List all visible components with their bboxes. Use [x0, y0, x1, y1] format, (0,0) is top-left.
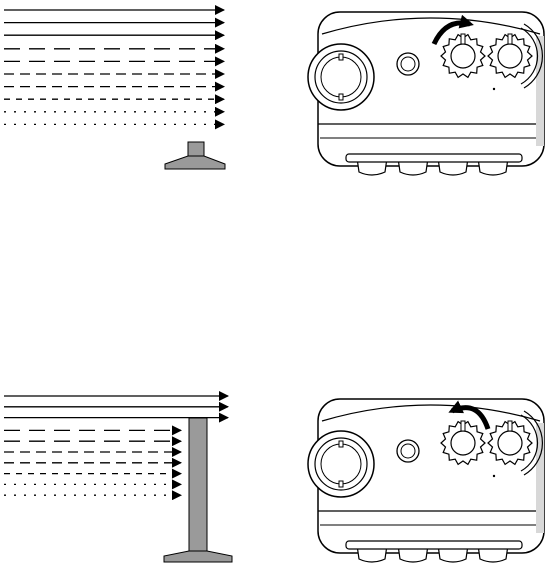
- antenna-icon: [164, 418, 232, 562]
- bnc-connector-icon: [308, 431, 374, 497]
- bnc-connector-icon: [308, 44, 374, 110]
- radio-device-icon: [308, 12, 544, 175]
- panel-top: [4, 10, 544, 175]
- panel-bottom: [4, 396, 544, 562]
- antenna-icon: [165, 142, 225, 169]
- radio-device-icon: [308, 399, 544, 562]
